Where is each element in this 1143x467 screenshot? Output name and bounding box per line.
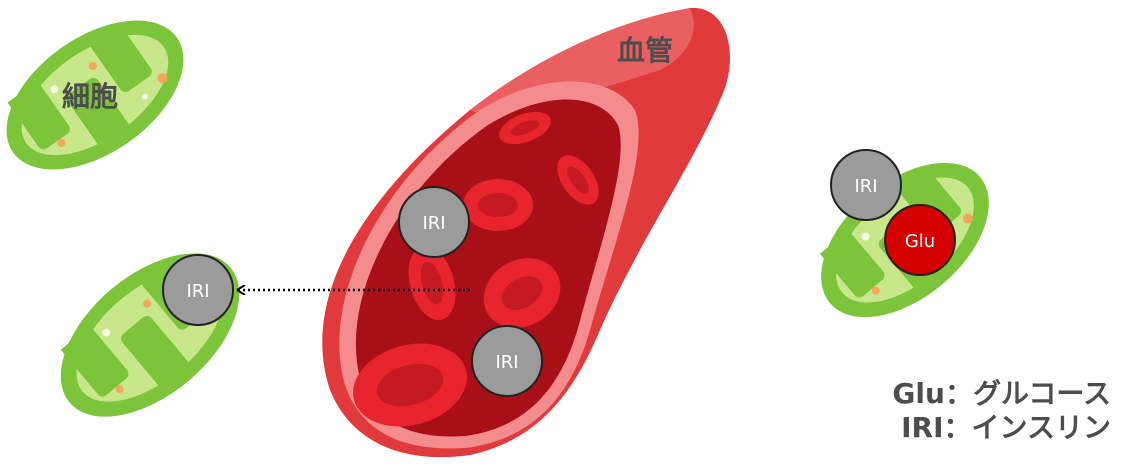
legend-meaning: インスリン: [971, 411, 1111, 444]
insulin-label: IRI: [422, 213, 445, 234]
insulin-label: IRI: [854, 176, 877, 197]
blood-vessel: [322, 7, 730, 458]
cell-label: 細胞: [62, 80, 118, 113]
red-blood-cell: [483, 258, 561, 328]
insulin-label: IRI: [495, 352, 518, 373]
vessel-label: 血管: [617, 34, 673, 67]
legend-abbr: IRI: [901, 411, 944, 444]
red-blood-cell: [499, 111, 551, 145]
legend-separator: ：: [943, 411, 972, 444]
insulin-marker-vessel-upper: IRI: [398, 186, 470, 258]
glucose-marker-right: Glu: [884, 204, 956, 276]
red-blood-cell: [408, 245, 456, 321]
red-blood-cell: [557, 155, 599, 205]
red-blood-cell: [463, 179, 533, 231]
legend-separator: ：: [944, 377, 973, 410]
legend: Glu：グルコース IRI：インスリン: [892, 377, 1111, 445]
legend-row-glucose: Glu：グルコース: [892, 377, 1111, 411]
glucose-label: Glu: [905, 231, 935, 252]
cell-top-left: [6, 20, 184, 170]
cell-bottom-left: [60, 253, 240, 417]
legend-meaning: グルコース: [972, 377, 1111, 410]
insulin-marker-right: IRI: [830, 149, 902, 221]
insulin-label: IRI: [186, 281, 209, 302]
insulin-marker-cell: IRI: [162, 254, 234, 326]
insulin-marker-vessel-lower: IRI: [471, 325, 543, 397]
legend-row-insulin: IRI：インスリン: [892, 411, 1111, 445]
legend-abbr: Glu: [892, 377, 945, 410]
red-blood-cell: [353, 343, 467, 427]
